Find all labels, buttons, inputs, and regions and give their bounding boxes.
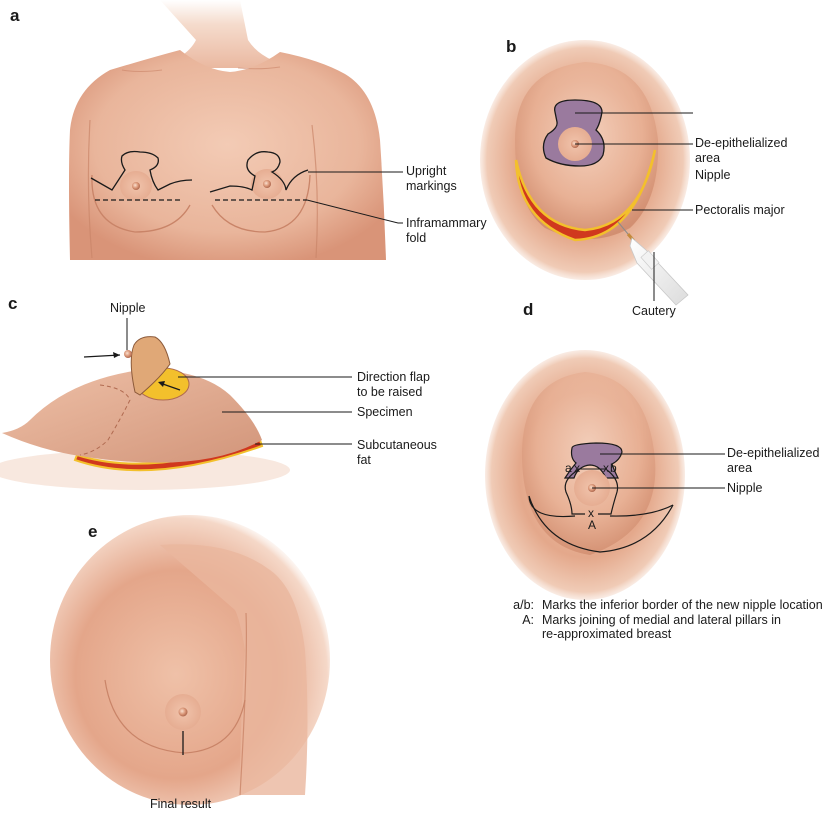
panel-b-illustration <box>480 40 693 306</box>
label-nipple-d: Nipple <box>727 481 763 495</box>
torso <box>69 50 386 260</box>
pillar-outline-left <box>564 469 585 515</box>
clavicle-right <box>237 66 281 70</box>
label-line: markings <box>406 179 457 193</box>
legend-key: a/b: <box>513 598 534 612</box>
panel-d-legend: a/b: Marks the inferior border of the ne… <box>498 598 822 642</box>
caption-final-result: Final result <box>150 797 212 811</box>
nipple-e <box>178 707 188 717</box>
panel-letter-e: e <box>88 522 98 541</box>
panel-c-illustration <box>0 318 352 490</box>
leader-inframammary-fold <box>306 199 403 224</box>
label-de-epithelialized-d: De-epithelialized area <box>727 446 819 476</box>
label-line: fold <box>406 231 427 245</box>
label-line: area <box>727 461 753 475</box>
label-specimen: Specimen <box>357 405 413 419</box>
panel-letter-a: a <box>10 6 20 25</box>
pectoralis-major-band <box>514 149 657 242</box>
nipple-left <box>132 182 140 190</box>
panel-letter-b: b <box>506 37 517 56</box>
arm-crease-right <box>311 124 318 259</box>
neck <box>150 0 300 68</box>
label-de-epithelialized-b: De-epithelialized area <box>695 136 787 166</box>
label-pectoralis-major: Pectoralis major <box>695 203 785 217</box>
breast-right <box>211 174 311 233</box>
arm-crease-left <box>87 119 93 259</box>
label-line: Inframammary <box>406 216 487 230</box>
upright-marking-right <box>209 151 309 193</box>
clavicle-left <box>121 69 163 72</box>
breast-e <box>104 679 246 754</box>
panel-a-illustration <box>69 0 403 260</box>
arm-crease-e <box>239 612 247 796</box>
label-line: Subcutaneous <box>357 438 437 452</box>
legend-key: A: <box>522 612 534 627</box>
lower-incision-d <box>528 495 674 518</box>
label-subcutaneous-fat: Subcutaneous fat <box>357 438 437 468</box>
legend-row: A: Marks joining of medial and lateral p… <box>498 613 822 642</box>
label-line: De-epithelialized <box>695 136 788 150</box>
label-cautery: Cautery <box>632 304 676 318</box>
label-nipple-b: Nipple <box>695 168 731 182</box>
label-upright-markings: Upright markings <box>406 164 457 194</box>
mark-x-b: x <box>603 461 609 475</box>
panel-letter-d: d <box>523 300 534 319</box>
label-line: De-epithelialized <box>727 446 820 460</box>
breast-left <box>91 174 191 233</box>
mark-x-a: x <box>574 461 580 475</box>
mark-A: A <box>588 518 597 532</box>
inframammary-incision-d <box>528 495 674 553</box>
arrow-flap-direction <box>158 381 181 391</box>
panel-letter-c: c <box>8 294 18 313</box>
legend-row: a/b: Marks the inferior border of the ne… <box>498 598 822 613</box>
label-line: area <box>695 151 721 165</box>
panel-d-illustration <box>485 350 725 600</box>
arrow-nipple-c <box>83 352 121 358</box>
label-line: Direction flap <box>357 370 430 384</box>
legend-text: Marks the inferior border of the new nip… <box>542 598 822 612</box>
nipple-c <box>124 350 132 358</box>
label-line: fat <box>357 453 371 467</box>
mark-b: b <box>610 461 617 475</box>
subcutaneous-fat-layer <box>73 438 264 472</box>
mark-a: a <box>565 461 572 475</box>
incision-line <box>79 384 131 456</box>
mark-x-A: x <box>588 506 594 520</box>
specimen-dome <box>2 369 262 463</box>
label-inframammary-fold: Inframammary fold <box>406 216 487 246</box>
label-direction-flap: Direction flap to be raised <box>357 370 430 400</box>
pillar-outline-right <box>598 469 619 515</box>
label-line: to be raised <box>357 385 423 399</box>
nipple-right <box>263 180 271 188</box>
upright-marking-left <box>90 150 193 191</box>
cautery-icon <box>617 221 689 306</box>
label-nipple-c: Nipple <box>110 301 146 315</box>
shoulder-e <box>160 544 308 795</box>
panel-e-illustration <box>50 515 330 805</box>
legend-text: Marks joining of medial and lateral pill… <box>542 612 782 642</box>
label-line: Upright <box>406 164 447 178</box>
